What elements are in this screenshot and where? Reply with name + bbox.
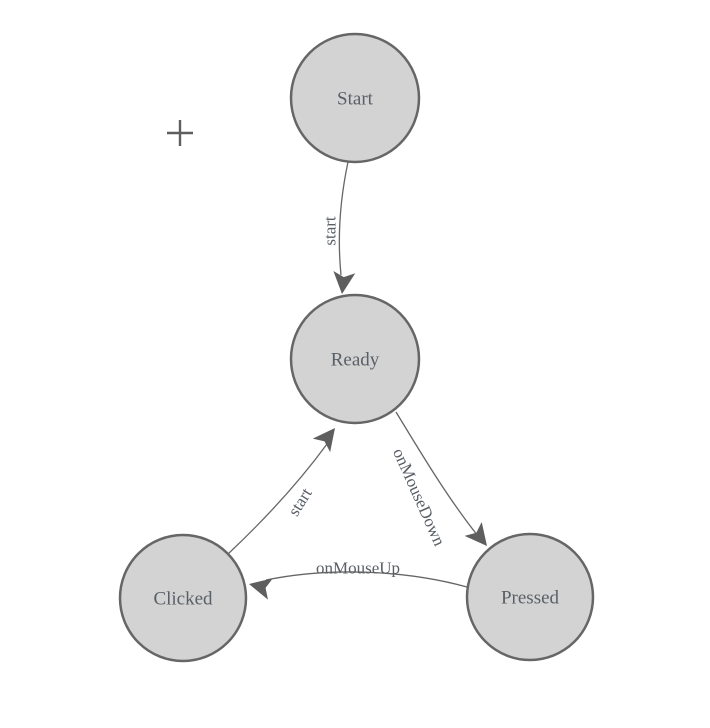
node-ready[interactable]: Ready [289, 293, 421, 425]
arrowhead-icon [464, 521, 487, 546]
edge-pressed-to-clicked[interactable] [247, 571, 468, 600]
edge-ready-to-pressed[interactable] [395, 411, 496, 553]
edge-line [338, 161, 349, 276]
crosshair-marker[interactable] [167, 120, 193, 146]
markers-layer [167, 120, 193, 146]
node-label-start: Start [337, 89, 374, 110]
edge-line [265, 571, 468, 588]
edge-clicked-to-ready[interactable] [227, 421, 344, 555]
edge-label-start-to-ready: start [321, 216, 340, 246]
edge-label-pressed-to-clicked: onMouseUp [316, 559, 400, 578]
edge-line [395, 411, 479, 537]
node-circle-pressed[interactable] [465, 532, 595, 662]
arrowhead-icon [333, 270, 356, 294]
edge-start-to-ready[interactable] [331, 161, 356, 295]
arrowhead-icon [312, 428, 335, 453]
node-circle-start[interactable] [289, 32, 421, 164]
edge-label-ready-to-pressed: onMouseDown [389, 445, 449, 549]
arrowhead-icon [249, 578, 273, 600]
edge-label-clicked-to-ready: start [284, 484, 316, 519]
edge-line [227, 443, 328, 555]
node-pressed[interactable]: Pressed [465, 532, 595, 662]
node-start[interactable]: Start [289, 32, 421, 164]
node-label-ready: Ready [331, 350, 380, 371]
node-clicked[interactable]: Clicked [118, 533, 248, 663]
edges-layer [227, 161, 496, 600]
node-label-pressed: Pressed [501, 588, 560, 609]
node-label-clicked: Clicked [153, 589, 213, 610]
node-circle-clicked[interactable] [118, 533, 248, 663]
node-circle-ready[interactable] [289, 293, 421, 425]
